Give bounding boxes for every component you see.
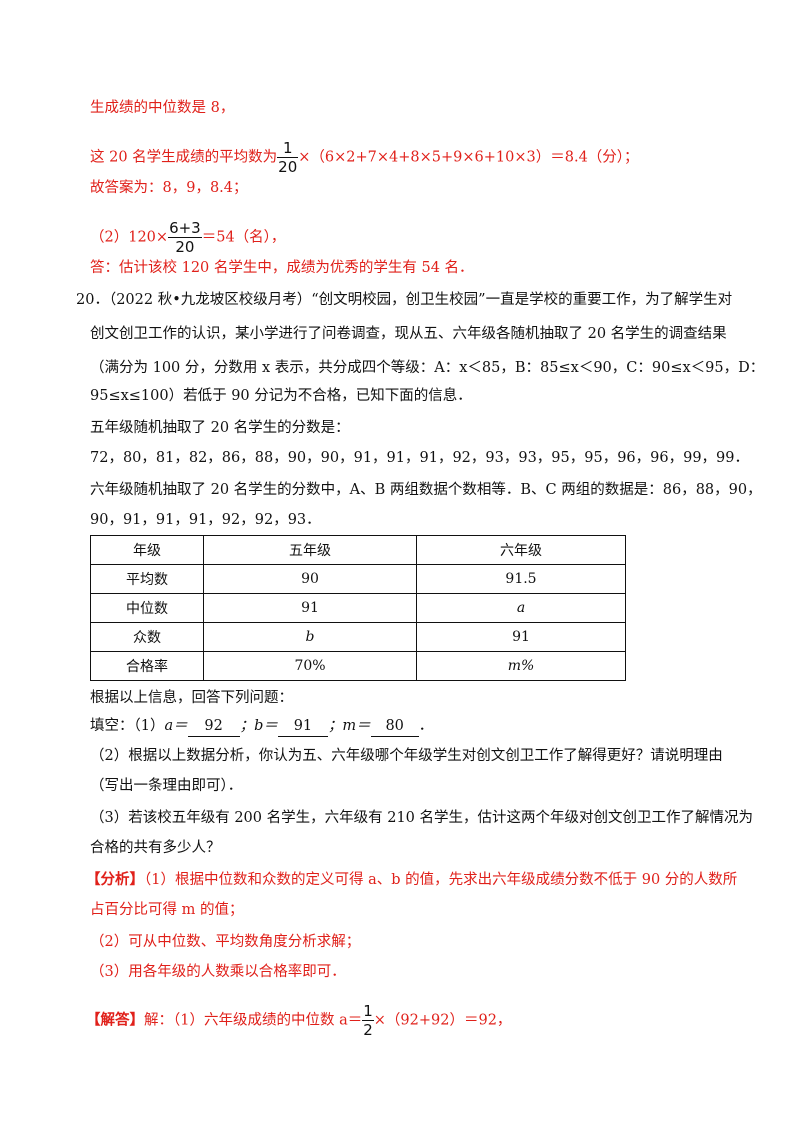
solution-tag: 【解答】	[86, 1011, 144, 1029]
table-cell: m%	[416, 651, 626, 681]
mean-prefix: 这 20 名学生成绩的平均数为	[90, 149, 278, 166]
analysis-tag: 【分析】	[86, 871, 144, 888]
question-2-line-2: （写出一条理由即可）．	[90, 778, 243, 794]
fill-in-line: 填空：（1）a＝92；b＝91；m＝80．	[90, 716, 433, 737]
grade6-line-2: 90，91，91，91，92，92，93．	[90, 512, 321, 528]
analysis-line-2: 占百分比可得 m 的值；	[90, 902, 244, 918]
table-cell: 众数	[90, 622, 204, 652]
m-answer-blank: 80	[370, 716, 419, 737]
analysis-line-4: （3）用各年级的人数乘以合格率即可．	[90, 964, 346, 980]
b-answer-blank: 91	[277, 716, 328, 737]
table-row: 众数 b 91	[90, 622, 626, 652]
questions-intro: 根据以上信息，回答下列问题：	[90, 690, 293, 706]
problem-line-2: 创文创卫工作的认识，某小学进行了问卷调查，现从五、六年级各随机抽取了 20 名学…	[90, 326, 727, 342]
table-row: 中位数 91 a	[90, 593, 626, 623]
problem-line-3: （满分为 100 分，分数用 x 表示，共分成四个等级：A：x＜85，B：85≤…	[90, 360, 765, 376]
question-3-line-1: （3）若该校五年级有 200 名学生，六年级有 210 名学生，估计这两个年级对…	[90, 810, 754, 826]
table-header-cell: 年级	[90, 535, 204, 565]
table-cell: a	[416, 593, 626, 623]
table-cell: 91	[416, 622, 626, 652]
table-cell: 91	[203, 593, 417, 623]
part2-suffix: ＝54（名），	[201, 229, 286, 246]
table-row: 合格率 70% m%	[90, 651, 626, 681]
table-cell: 90	[203, 564, 417, 594]
problem-line-1: 20．（2022 秋•九龙坡区校级月考）“创文明校园，创卫生校园”一直是学校的重…	[76, 292, 733, 308]
final-answer: 答：估计该校 120 名学生中，成绩为优秀的学生有 54 名．	[90, 260, 474, 276]
problem-number: 20．	[76, 292, 109, 308]
part2-prefix: （2）120×	[90, 229, 169, 246]
question-3-line-2: 合格的共有多少人？	[90, 840, 221, 856]
analysis-line-1: 【分析】（1）根据中位数和众数的定义可得 a、b 的值，先求出六年级成绩分数不低…	[86, 871, 738, 888]
grade6-line-1: 六年级随机抽取了 20 名学生的分数中，A、B 两组数据个数相等．B、C 两组的…	[90, 482, 762, 498]
answer-line: 故答案为：8，9，8.4；	[90, 180, 248, 196]
a-answer-blank: 92	[187, 716, 240, 737]
table-cell: 91.5	[416, 564, 626, 594]
table-cell: 合格率	[90, 651, 204, 681]
table-cell: 中位数	[90, 593, 204, 623]
table-cell: 平均数	[90, 564, 204, 594]
grade5-scores: 72，80，81，82，86，88，90，90，91，91，91，92，93，9…	[90, 450, 750, 466]
grade5-intro: 五年级随机抽取了 20 名学生的分数是：	[90, 420, 350, 436]
table-cell: 70%	[203, 651, 417, 681]
mean-suffix: ×（6×2+7×4+8×5+9×6+10×3）＝8.4（分）；	[298, 149, 639, 166]
statistics-table: 年级 五年级 六年级 平均数 90 91.5 中位数 91 a 众数 b 91 …	[90, 535, 626, 681]
median-line: 生成绩的中位数是 8，	[90, 100, 235, 116]
table-row: 平均数 90 91.5	[90, 564, 626, 594]
table-header-cell: 六年级	[416, 535, 626, 565]
table-header-row: 年级 五年级 六年级	[90, 535, 626, 565]
problem-line-4: 95≤x≤100）若低于 90 分记为不合格，已知下面的信息．	[90, 388, 472, 404]
analysis-line-3: （2）可从中位数、平均数角度分析求解；	[90, 934, 361, 950]
question-2-line-1: （2）根据以上数据分析，你认为五、六年级哪个年级学生对创文创卫工作了解得更好？请…	[90, 748, 723, 764]
table-cell: b	[203, 622, 417, 652]
table-header-cell: 五年级	[203, 535, 417, 565]
